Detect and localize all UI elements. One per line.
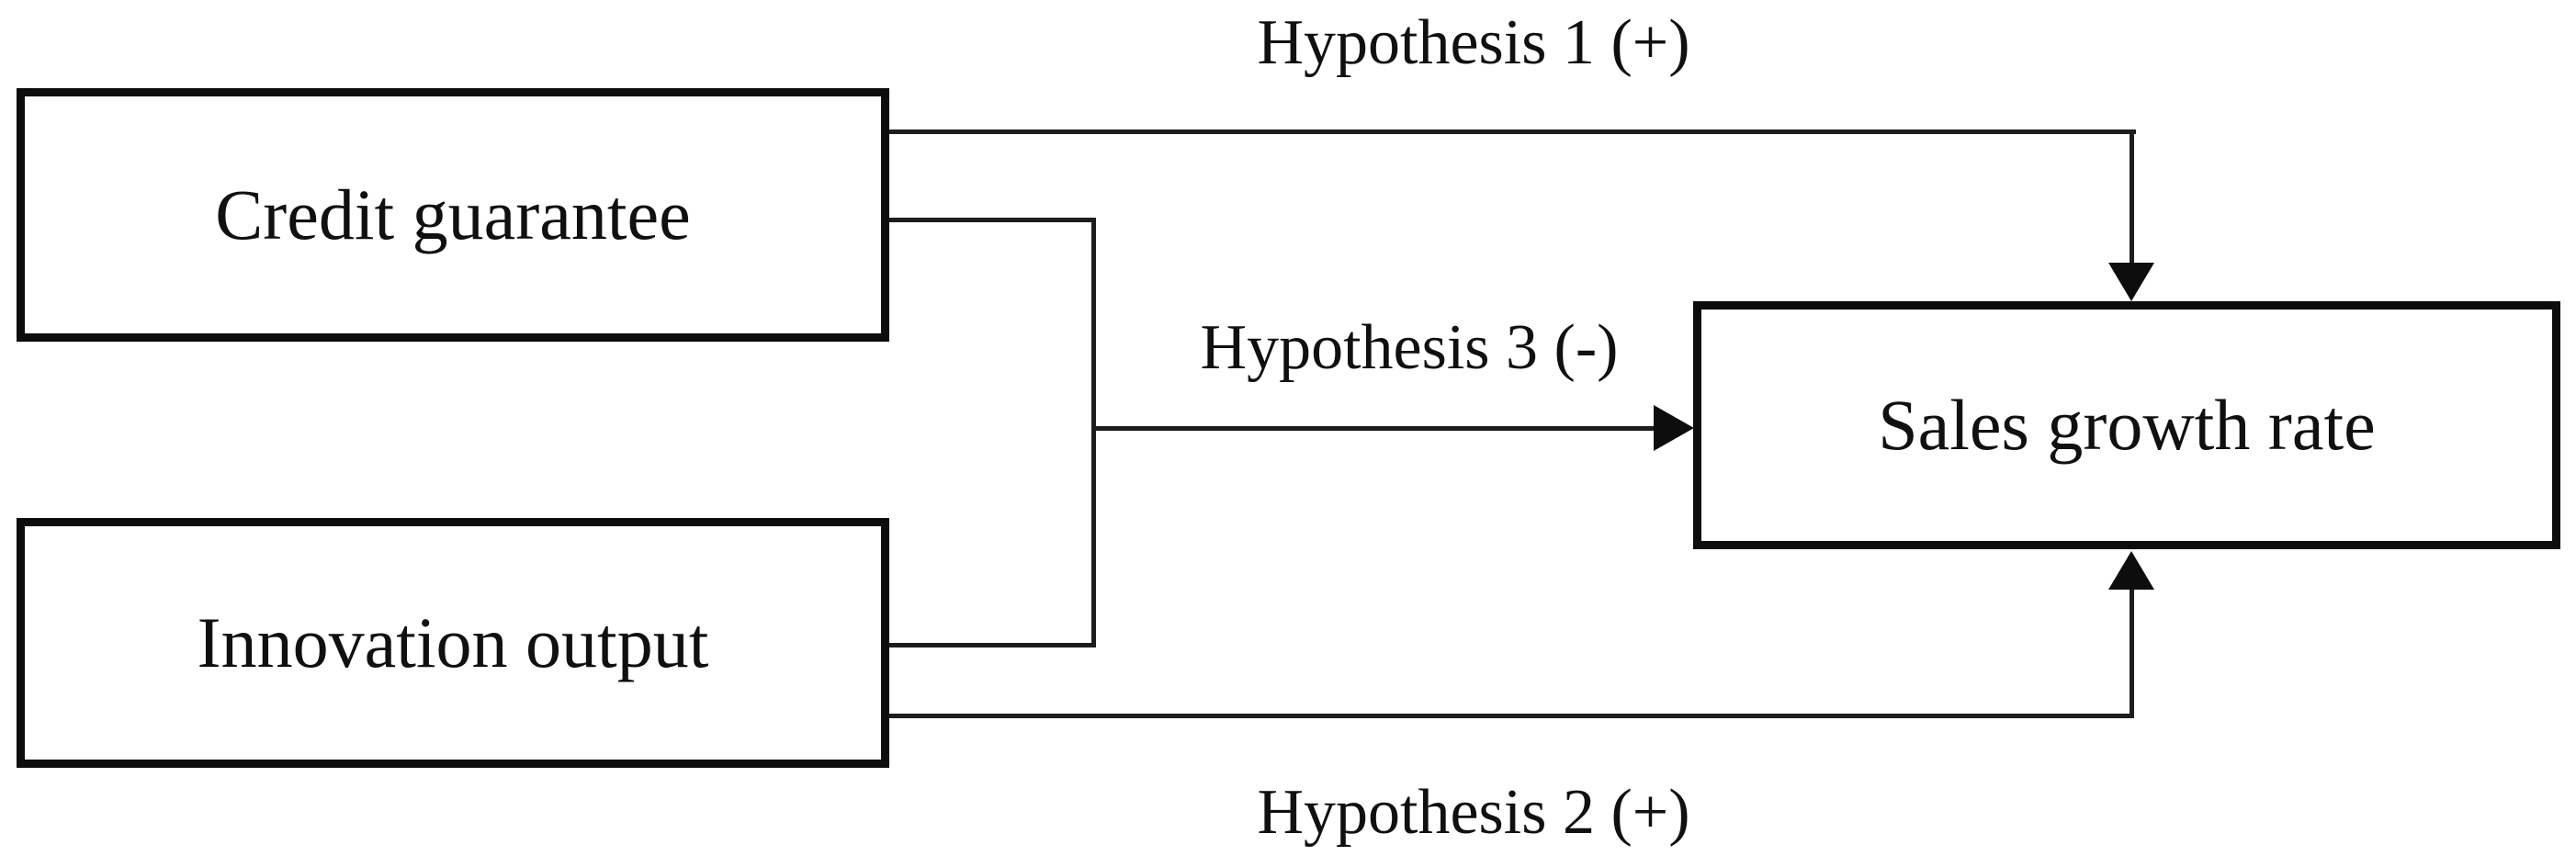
arrowhead-up-icon bbox=[2108, 551, 2154, 590]
hypothesis-1-label: Hypothesis 1 (+) bbox=[1257, 7, 1690, 78]
hypothesis-1-line-vertical bbox=[2130, 129, 2134, 265]
hypothesis-2-line-vertical bbox=[2130, 590, 2134, 718]
hypothesis-3-line-horizontal bbox=[1093, 426, 1655, 431]
arrowhead-right-icon bbox=[1654, 405, 1694, 451]
junction-line-vertical bbox=[1091, 218, 1096, 647]
node-sales-growth-rate: Sales growth rate bbox=[1693, 301, 2560, 549]
junction-line-from-credit bbox=[889, 218, 1096, 222]
node-innovation-output: Innovation output bbox=[17, 518, 889, 768]
node-credit-guarantee: Credit guarantee bbox=[17, 88, 889, 342]
hypothesis-2-label: Hypothesis 2 (+) bbox=[1257, 777, 1690, 848]
credit-guarantee-label: Credit guarantee bbox=[215, 175, 691, 254]
hypothesis-3-label: Hypothesis 3 (-) bbox=[1200, 312, 1619, 383]
hypothesis-2-line-horizontal bbox=[889, 714, 2134, 718]
arrowhead-down-icon bbox=[2108, 263, 2154, 301]
junction-line-from-innovation bbox=[889, 643, 1096, 647]
sales-growth-rate-label: Sales growth rate bbox=[1878, 385, 2376, 465]
innovation-output-label: Innovation output bbox=[197, 602, 709, 682]
hypothesis-1-line-horizontal bbox=[889, 129, 2136, 134]
